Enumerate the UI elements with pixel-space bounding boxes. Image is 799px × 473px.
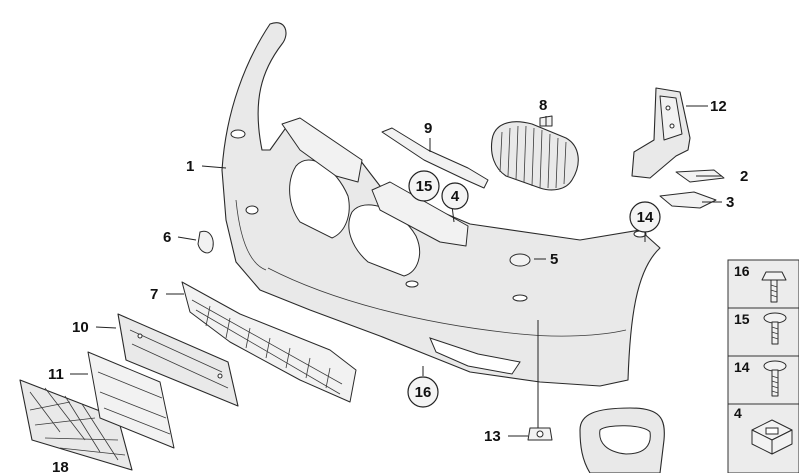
leader-lines bbox=[70, 105, 722, 437]
sidebar-label-14: 14 bbox=[734, 359, 750, 375]
sidebar-label-4: 4 bbox=[734, 405, 742, 421]
callout-16: 16 bbox=[415, 384, 432, 401]
callouts: 1 2 3 5 6 7 8 9 10 11 12 13 18 15 4 14 1… bbox=[48, 97, 748, 473]
callout-18: 18 bbox=[52, 459, 69, 473]
callout-5: 5 bbox=[550, 251, 558, 268]
part-mounting-plate bbox=[19, 379, 133, 471]
callout-3: 3 bbox=[726, 194, 734, 211]
part-lower-grille bbox=[181, 281, 357, 403]
callout-15: 15 bbox=[416, 178, 433, 195]
part-bumper bbox=[221, 22, 661, 387]
part-nut-13 bbox=[527, 427, 553, 441]
part-kidney-grille bbox=[490, 115, 579, 191]
callout-11: 11 bbox=[48, 366, 64, 383]
sidebar-label-15: 15 bbox=[734, 311, 750, 327]
sidebar-label-16: 16 bbox=[734, 263, 750, 279]
fastener-sidebar: 16 15 14 4 bbox=[727, 259, 799, 473]
part-clip-6 bbox=[197, 230, 214, 254]
part-plate-carrier bbox=[87, 351, 175, 449]
callout-7: 7 bbox=[150, 286, 158, 303]
callout-8: 8 bbox=[539, 97, 547, 114]
part-bracket-12 bbox=[631, 87, 691, 179]
screw-14-icon bbox=[763, 360, 787, 397]
part-cover-5 bbox=[509, 253, 531, 267]
part-trim-strip bbox=[381, 127, 489, 189]
part-seal bbox=[579, 407, 665, 473]
callout-14: 14 bbox=[637, 209, 654, 226]
callout-10: 10 bbox=[72, 319, 89, 336]
callout-1: 1 bbox=[186, 158, 194, 175]
callout-9: 9 bbox=[424, 120, 432, 137]
screw-15-icon bbox=[763, 312, 787, 345]
callout-13: 13 bbox=[484, 428, 501, 445]
part-bracket-3 bbox=[659, 191, 717, 209]
clip-4-icon bbox=[751, 419, 793, 455]
callout-4: 4 bbox=[451, 188, 460, 205]
part-plate-base bbox=[117, 313, 239, 407]
callout-6: 6 bbox=[163, 229, 171, 246]
screw-16-icon bbox=[761, 271, 787, 303]
callout-12: 12 bbox=[710, 98, 727, 115]
callout-2: 2 bbox=[740, 168, 748, 185]
